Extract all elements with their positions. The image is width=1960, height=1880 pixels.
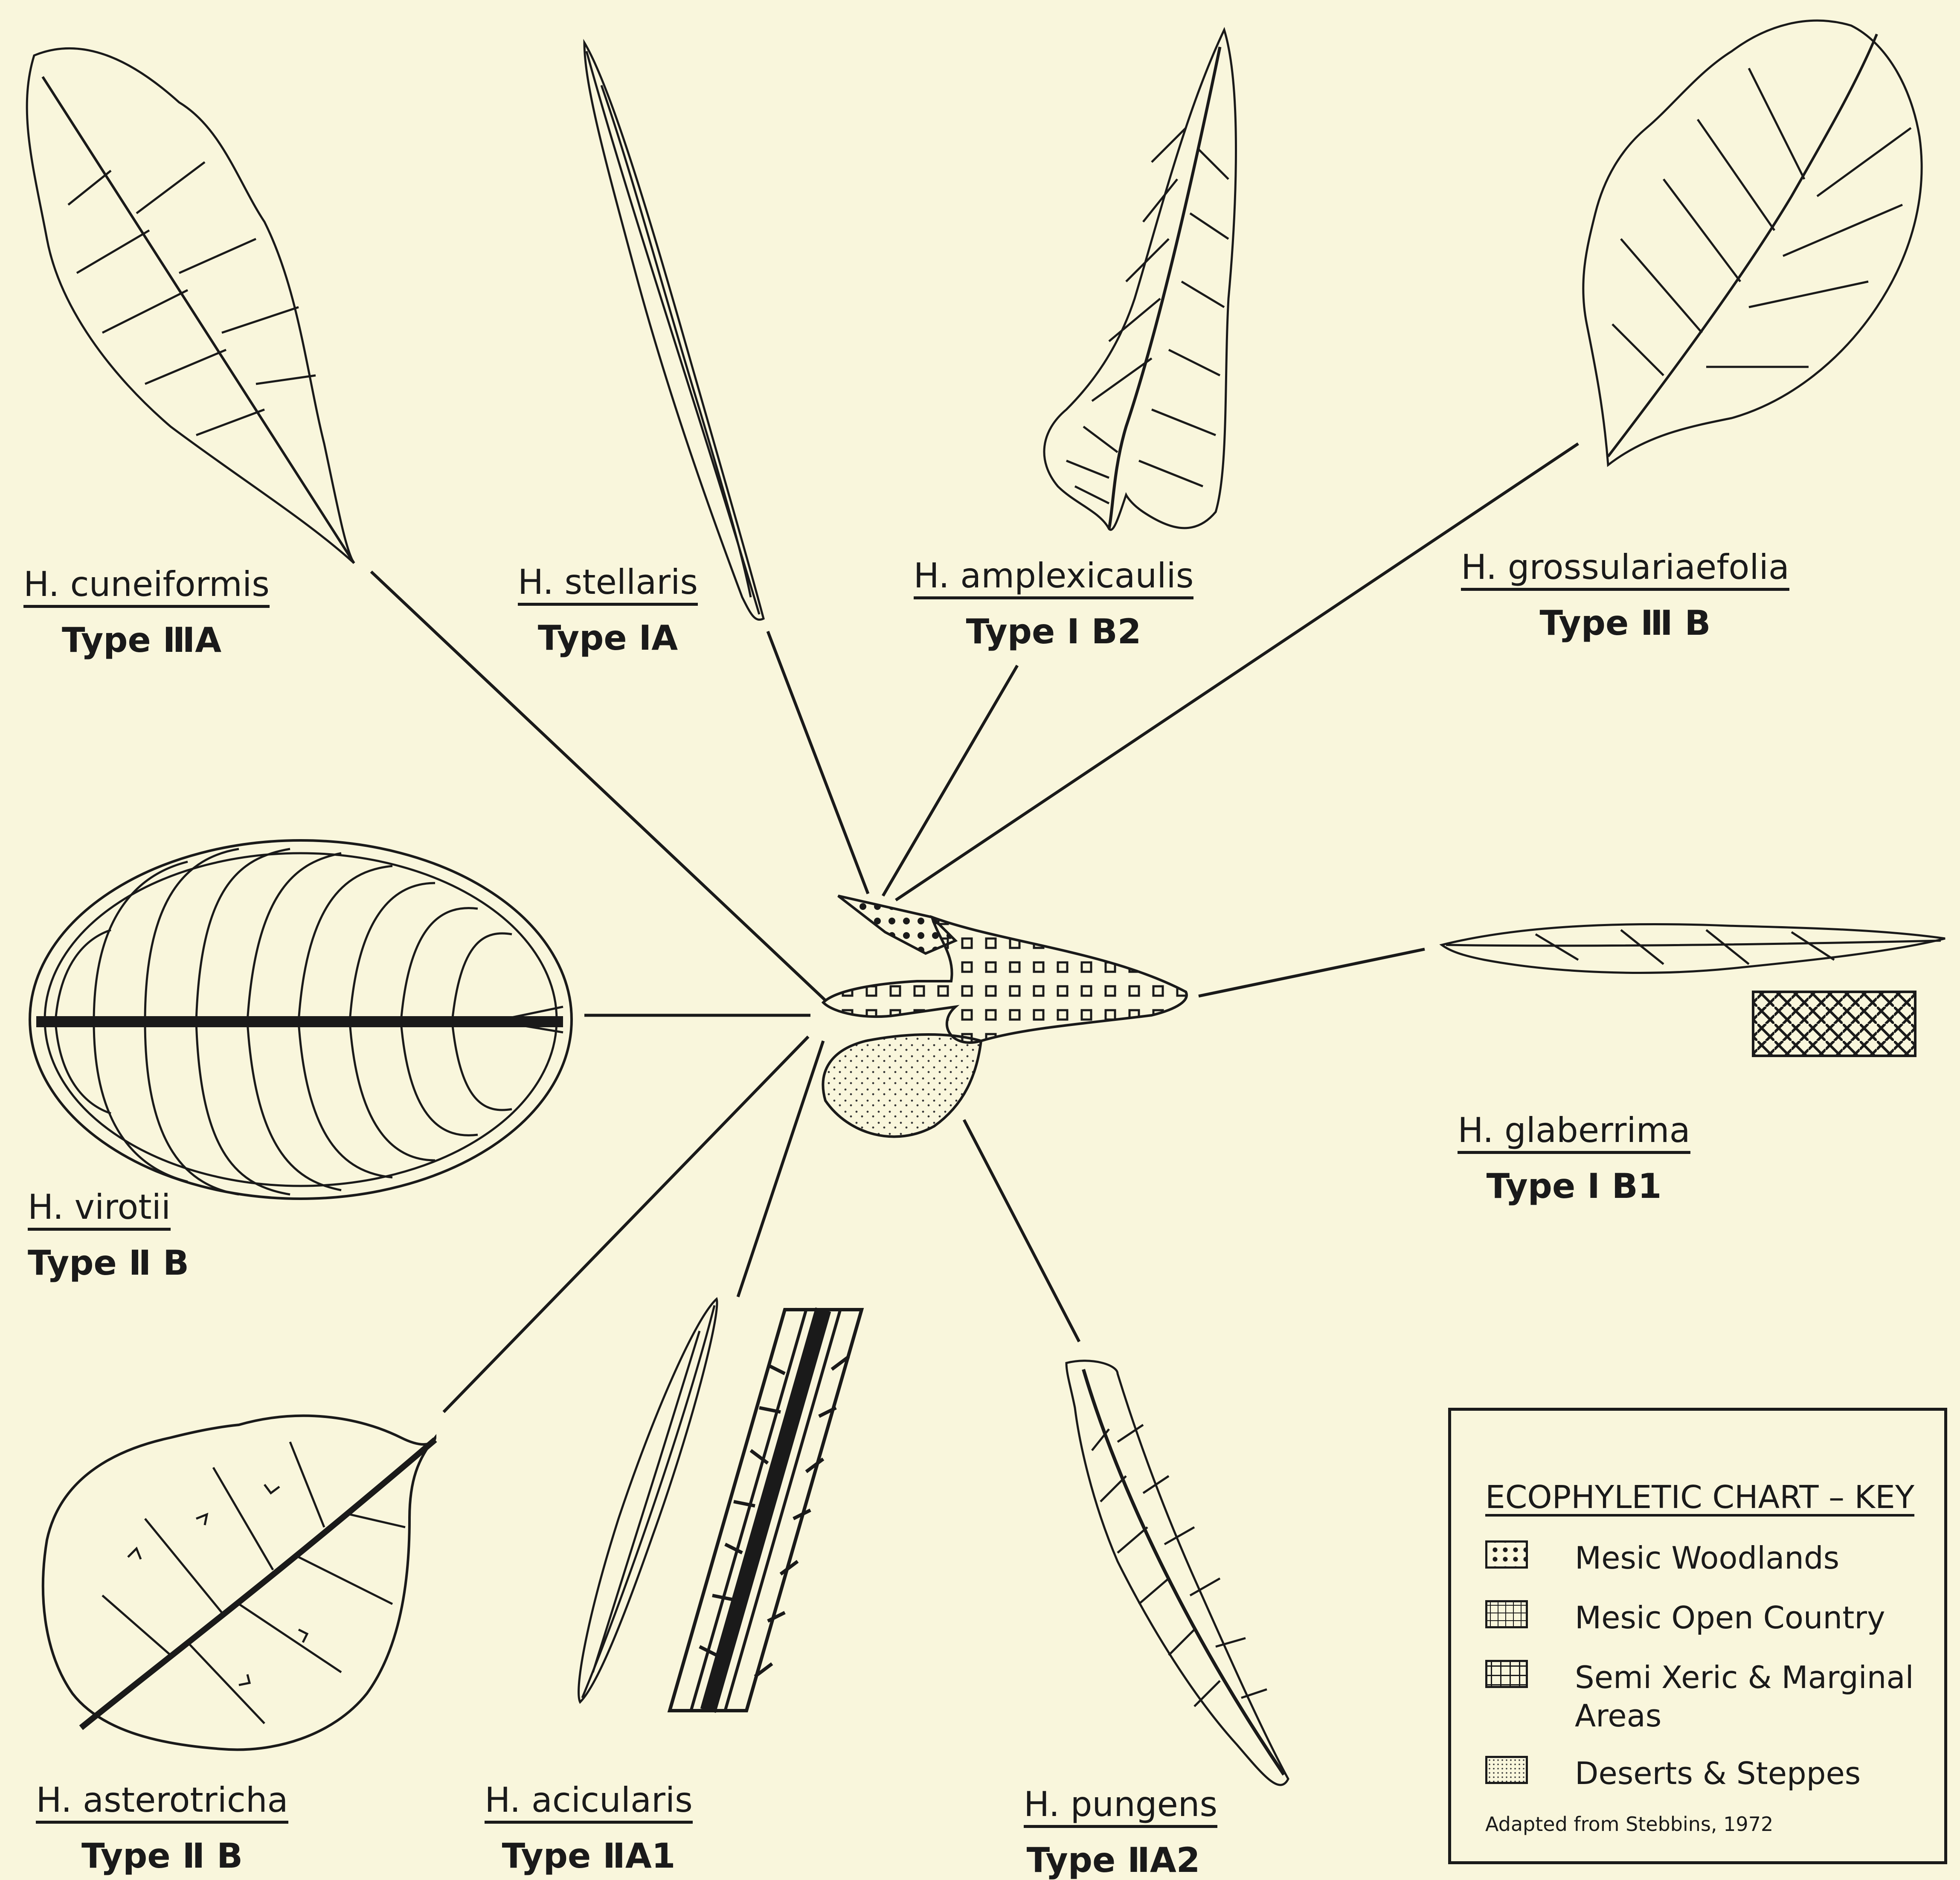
- label-stellaris: H. stellaris Type ⅠA: [508, 565, 708, 655]
- swatch-dots: [1485, 1540, 1528, 1569]
- label-acicularis: H. acicularis Type ⅡA1: [478, 1783, 700, 1873]
- swatch-squares: [1485, 1660, 1528, 1688]
- leaf-asterotricha: [43, 1416, 435, 1750]
- species-type: Type Ⅱ B: [28, 1246, 189, 1280]
- species-name: H. glaberrima: [1458, 1113, 1690, 1159]
- key-item-label: Semi Xeric & Marginal Areas: [1575, 1658, 1942, 1735]
- glaberrima-venation-detail: [1753, 992, 1915, 1056]
- leaf-amplexicaulis: [1044, 30, 1236, 530]
- connector-stellaris: [768, 631, 868, 894]
- habitat-mesic-open-country: [823, 917, 1187, 1043]
- species-name: H. acicularis: [485, 1783, 693, 1829]
- label-cuneiformis: H. cuneiformis Type ⅢA: [23, 567, 270, 657]
- leaf-virotii: [30, 840, 572, 1199]
- key-item-label: Deserts & Steppes: [1575, 1754, 1861, 1793]
- species-type: Type Ⅱ B: [30, 1839, 294, 1873]
- label-glaberrima: H. glaberrima Type Ⅰ B1: [1450, 1113, 1698, 1203]
- connector-pungens: [964, 1120, 1079, 1342]
- connector-asterotricha: [444, 1037, 808, 1412]
- leaf-glaberrima: [1442, 924, 1945, 1056]
- connector-grossulariaefolia: [896, 444, 1578, 900]
- label-pungens: H. pungens Type ⅡA2: [1024, 1787, 1203, 1877]
- species-name: H. amplexicaulis: [914, 559, 1194, 604]
- species-type: Type Ⅰ B2: [904, 615, 1203, 649]
- key-item-semi-xeric: Semi Xeric & Marginal Areas: [1485, 1658, 1942, 1735]
- key-item-mesic-woodlands: Mesic Woodlands: [1485, 1539, 1839, 1577]
- species-type: Type ⅡA1: [478, 1839, 700, 1873]
- label-asterotricha: H. asterotricha Type Ⅱ B: [30, 1783, 294, 1873]
- leaf-pungens: [1066, 1361, 1288, 1785]
- species-name: H. grossulariaefolia: [1461, 550, 1789, 596]
- leaf-cuneiformis: [27, 48, 354, 563]
- species-name: H. stellaris: [518, 565, 698, 611]
- key-title: ECOPHYLETIC CHART – KEY: [1485, 1479, 1914, 1516]
- species-name: H. cuneiformis: [23, 567, 270, 613]
- species-name: H. asterotricha: [36, 1783, 288, 1829]
- key-item-mesic-open-country: Mesic Open Country: [1485, 1598, 1885, 1637]
- leaf-stellaris: [584, 43, 764, 620]
- key-item-deserts-steppes: Deserts & Steppes: [1485, 1754, 1861, 1793]
- leaf-grossulariaefolia: [1583, 20, 1922, 465]
- species-type: Type ⅡA2: [1024, 1843, 1203, 1877]
- key-item-label: Mesic Woodlands: [1575, 1539, 1839, 1577]
- swatch-stipple: [1485, 1756, 1528, 1784]
- key-item-label: Mesic Open Country: [1575, 1598, 1885, 1637]
- connector-acicularis: [738, 1041, 823, 1297]
- species-name: H. virotii: [28, 1190, 171, 1236]
- habitat-deserts-steppes: [823, 1034, 981, 1136]
- species-type: Type ⅠA: [508, 621, 708, 655]
- species-type: Type Ⅲ B: [1450, 606, 1800, 640]
- legend-key-box: ECOPHYLETIC CHART – KEY Mesic Woodlands …: [1448, 1408, 1947, 1864]
- key-source-note: Adapted from Stebbins, 1972: [1485, 1813, 1773, 1836]
- acicularis-venation-detail: [670, 1310, 862, 1711]
- species-type: Type Ⅰ B1: [1450, 1169, 1698, 1203]
- leaf-acicularis: [579, 1299, 717, 1702]
- species-type: Type ⅢA: [23, 623, 270, 657]
- label-amplexicaulis: H. amplexicaulis Type Ⅰ B2: [904, 559, 1203, 649]
- label-virotii: H. virotii Type Ⅱ B: [28, 1190, 189, 1280]
- label-grossulariaefolia: H. grossulariaefolia Type Ⅲ B: [1450, 550, 1800, 640]
- connector-amplexicaulis: [883, 665, 1017, 896]
- connector-glaberrima: [1199, 949, 1425, 996]
- swatch-open-squares: [1485, 1600, 1528, 1628]
- central-habitat-shape: [823, 896, 1186, 1136]
- species-name: H. pungens: [1024, 1787, 1217, 1833]
